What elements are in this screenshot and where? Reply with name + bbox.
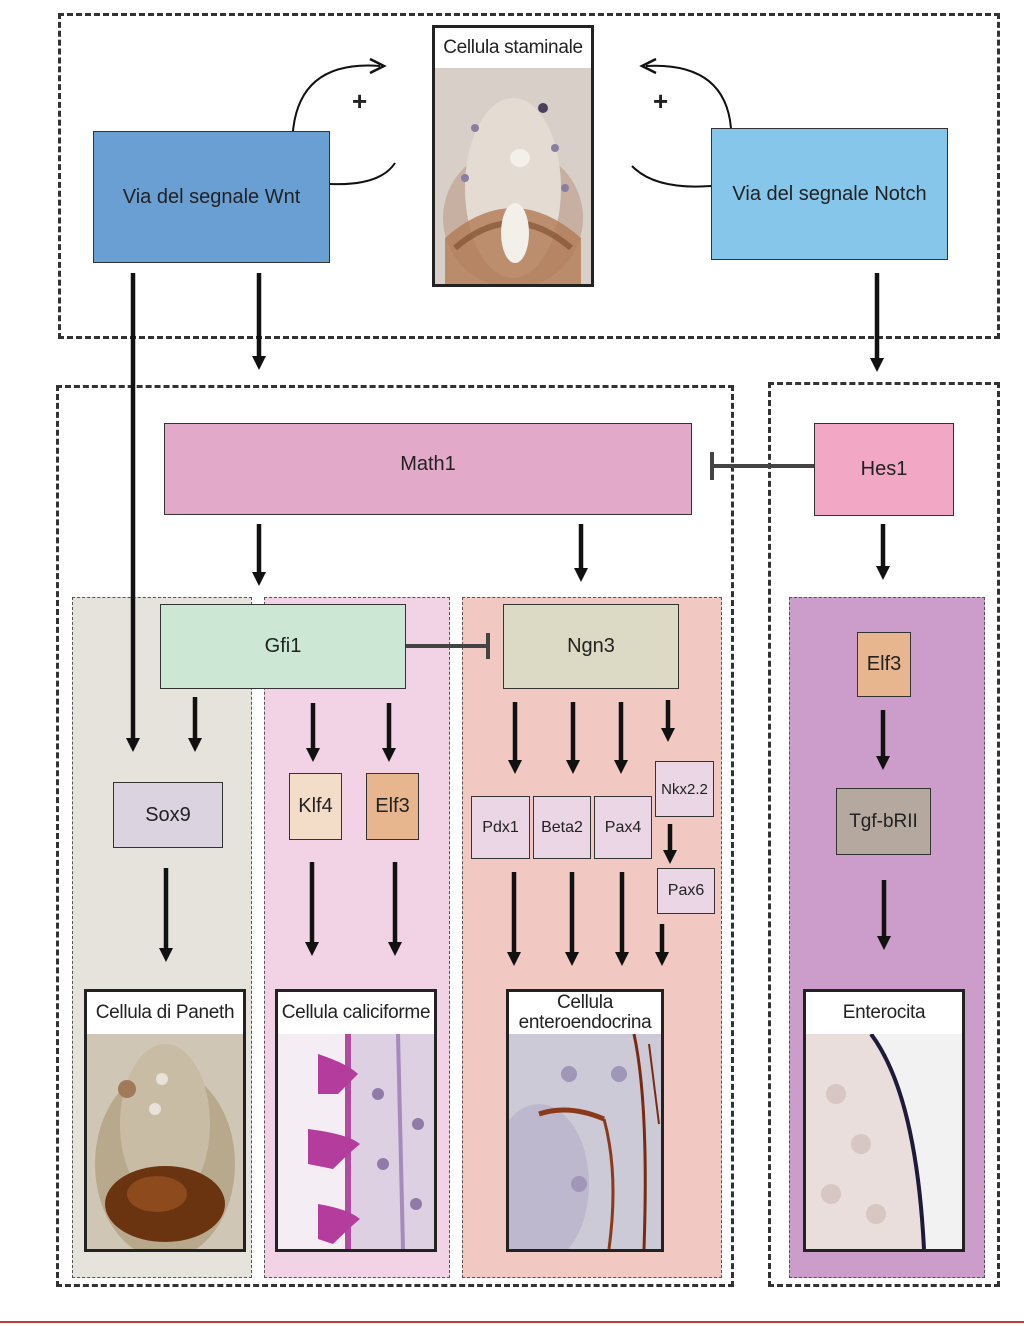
nkx22-box: Nkx2.2: [655, 761, 714, 817]
bottom-rule: [0, 1321, 1024, 1323]
gfi1-to-elf3-arrowhead: [382, 748, 396, 762]
nkx22-to-pax6-arrowhead: [663, 850, 677, 864]
ngn3-to-pax4-arrowhead: [614, 760, 628, 774]
wnt-return-curve: [329, 162, 396, 186]
elf3-goblet-box: Elf3: [366, 773, 419, 840]
sox9-box: Sox9: [113, 782, 223, 848]
secretory-compartment: [56, 385, 734, 1287]
gfi1-to-sox9-arrowhead: [188, 738, 202, 752]
pax4-box: Pax4: [594, 796, 652, 859]
elf3-to-goblet-arrowhead: [388, 942, 402, 956]
enteroendocrine-cell-title: Cellula enteroendocrina: [509, 992, 661, 1036]
goblet-cell-title: Cellula caliciforme: [278, 992, 434, 1036]
goblet-cell-panel: Cellula caliciforme: [275, 989, 437, 1252]
sox9-to-paneth-arrowhead: [159, 948, 173, 962]
wnt-pathway-box: Via del segnale Wnt: [93, 131, 330, 263]
enteroendocrine-region: [462, 597, 722, 1278]
tgfbrii-box: Tgf-bRII: [836, 788, 931, 855]
ngn3-to-beta2-arrowhead: [566, 760, 580, 774]
pax6-box: Pax6: [657, 868, 715, 914]
math1-box: Math1: [164, 423, 692, 515]
goblet-cell-micrograph: [278, 1033, 434, 1249]
gfi1-box: Gfi1: [160, 604, 406, 689]
ngn3-to-nkx22-arrowhead: [661, 728, 675, 742]
enteroendocrine-cell-panel: Cellula enteroendocrina: [506, 989, 664, 1252]
pdx1-box: Pdx1: [471, 796, 530, 859]
elf3-to-tgfbrii-arrowhead: [876, 756, 890, 770]
absorptive-compartment: [768, 382, 1000, 1287]
wnt-to-secretory-arrowhead: [252, 356, 266, 370]
wnt-to-sox9-arrowhead: [126, 738, 140, 752]
notch-to-hes1-arrowhead: [870, 358, 884, 372]
wnt-feedback-arrowhead: [369, 57, 387, 75]
pax4-to-ee-arrowhead: [615, 952, 629, 966]
enteroendocrine-cell-micrograph: [509, 1033, 661, 1249]
beta2-to-ee-arrowhead: [565, 952, 579, 966]
ngn3-box: Ngn3: [503, 604, 679, 689]
enterocyte-micrograph: [806, 1032, 962, 1249]
pax6-to-ee-arrowhead: [655, 952, 669, 966]
notch-pathway-box: Via del segnale Notch: [711, 128, 948, 260]
stem-cell-micrograph: [435, 68, 591, 284]
stem-compartment: [58, 13, 1000, 339]
paneth-cell-micrograph: [87, 1034, 243, 1249]
tgfbrii-to-enterocyte-arrowhead: [877, 936, 891, 950]
elf3-enterocyte-box: Elf3: [857, 632, 911, 697]
math1-to-gfi1-arrowhead: [252, 572, 266, 586]
notch-return-curve: [631, 165, 712, 188]
math1-to-ngn3-arrowhead: [574, 568, 588, 582]
klf4-box: Klf4: [289, 773, 342, 840]
notch-feedback-arrow: [645, 64, 732, 129]
klf4-to-goblet-arrowhead: [305, 942, 319, 956]
beta2-box: Beta2: [533, 796, 591, 859]
notch-feedback-arrowhead: [639, 57, 657, 75]
paneth-cell-panel: Cellula di Paneth: [84, 989, 246, 1252]
wnt-feedback-arrow: [292, 64, 381, 132]
stem-cell-title: Cellula staminale: [435, 28, 591, 70]
wnt-plus-sign: +: [352, 86, 368, 116]
enterocyte-panel: Enterocita: [803, 989, 965, 1252]
hes1-box: Hes1: [814, 423, 954, 516]
pdx1-to-ee-arrowhead: [507, 952, 521, 966]
gfi1-to-klf4-arrowhead: [306, 748, 320, 762]
stem-cell-panel: Cellula staminale: [432, 25, 594, 287]
notch-plus-sign: +: [653, 86, 669, 116]
hes1-to-elf3-arrowhead: [876, 566, 890, 580]
ngn3-to-pdx1-arrowhead: [508, 760, 522, 774]
